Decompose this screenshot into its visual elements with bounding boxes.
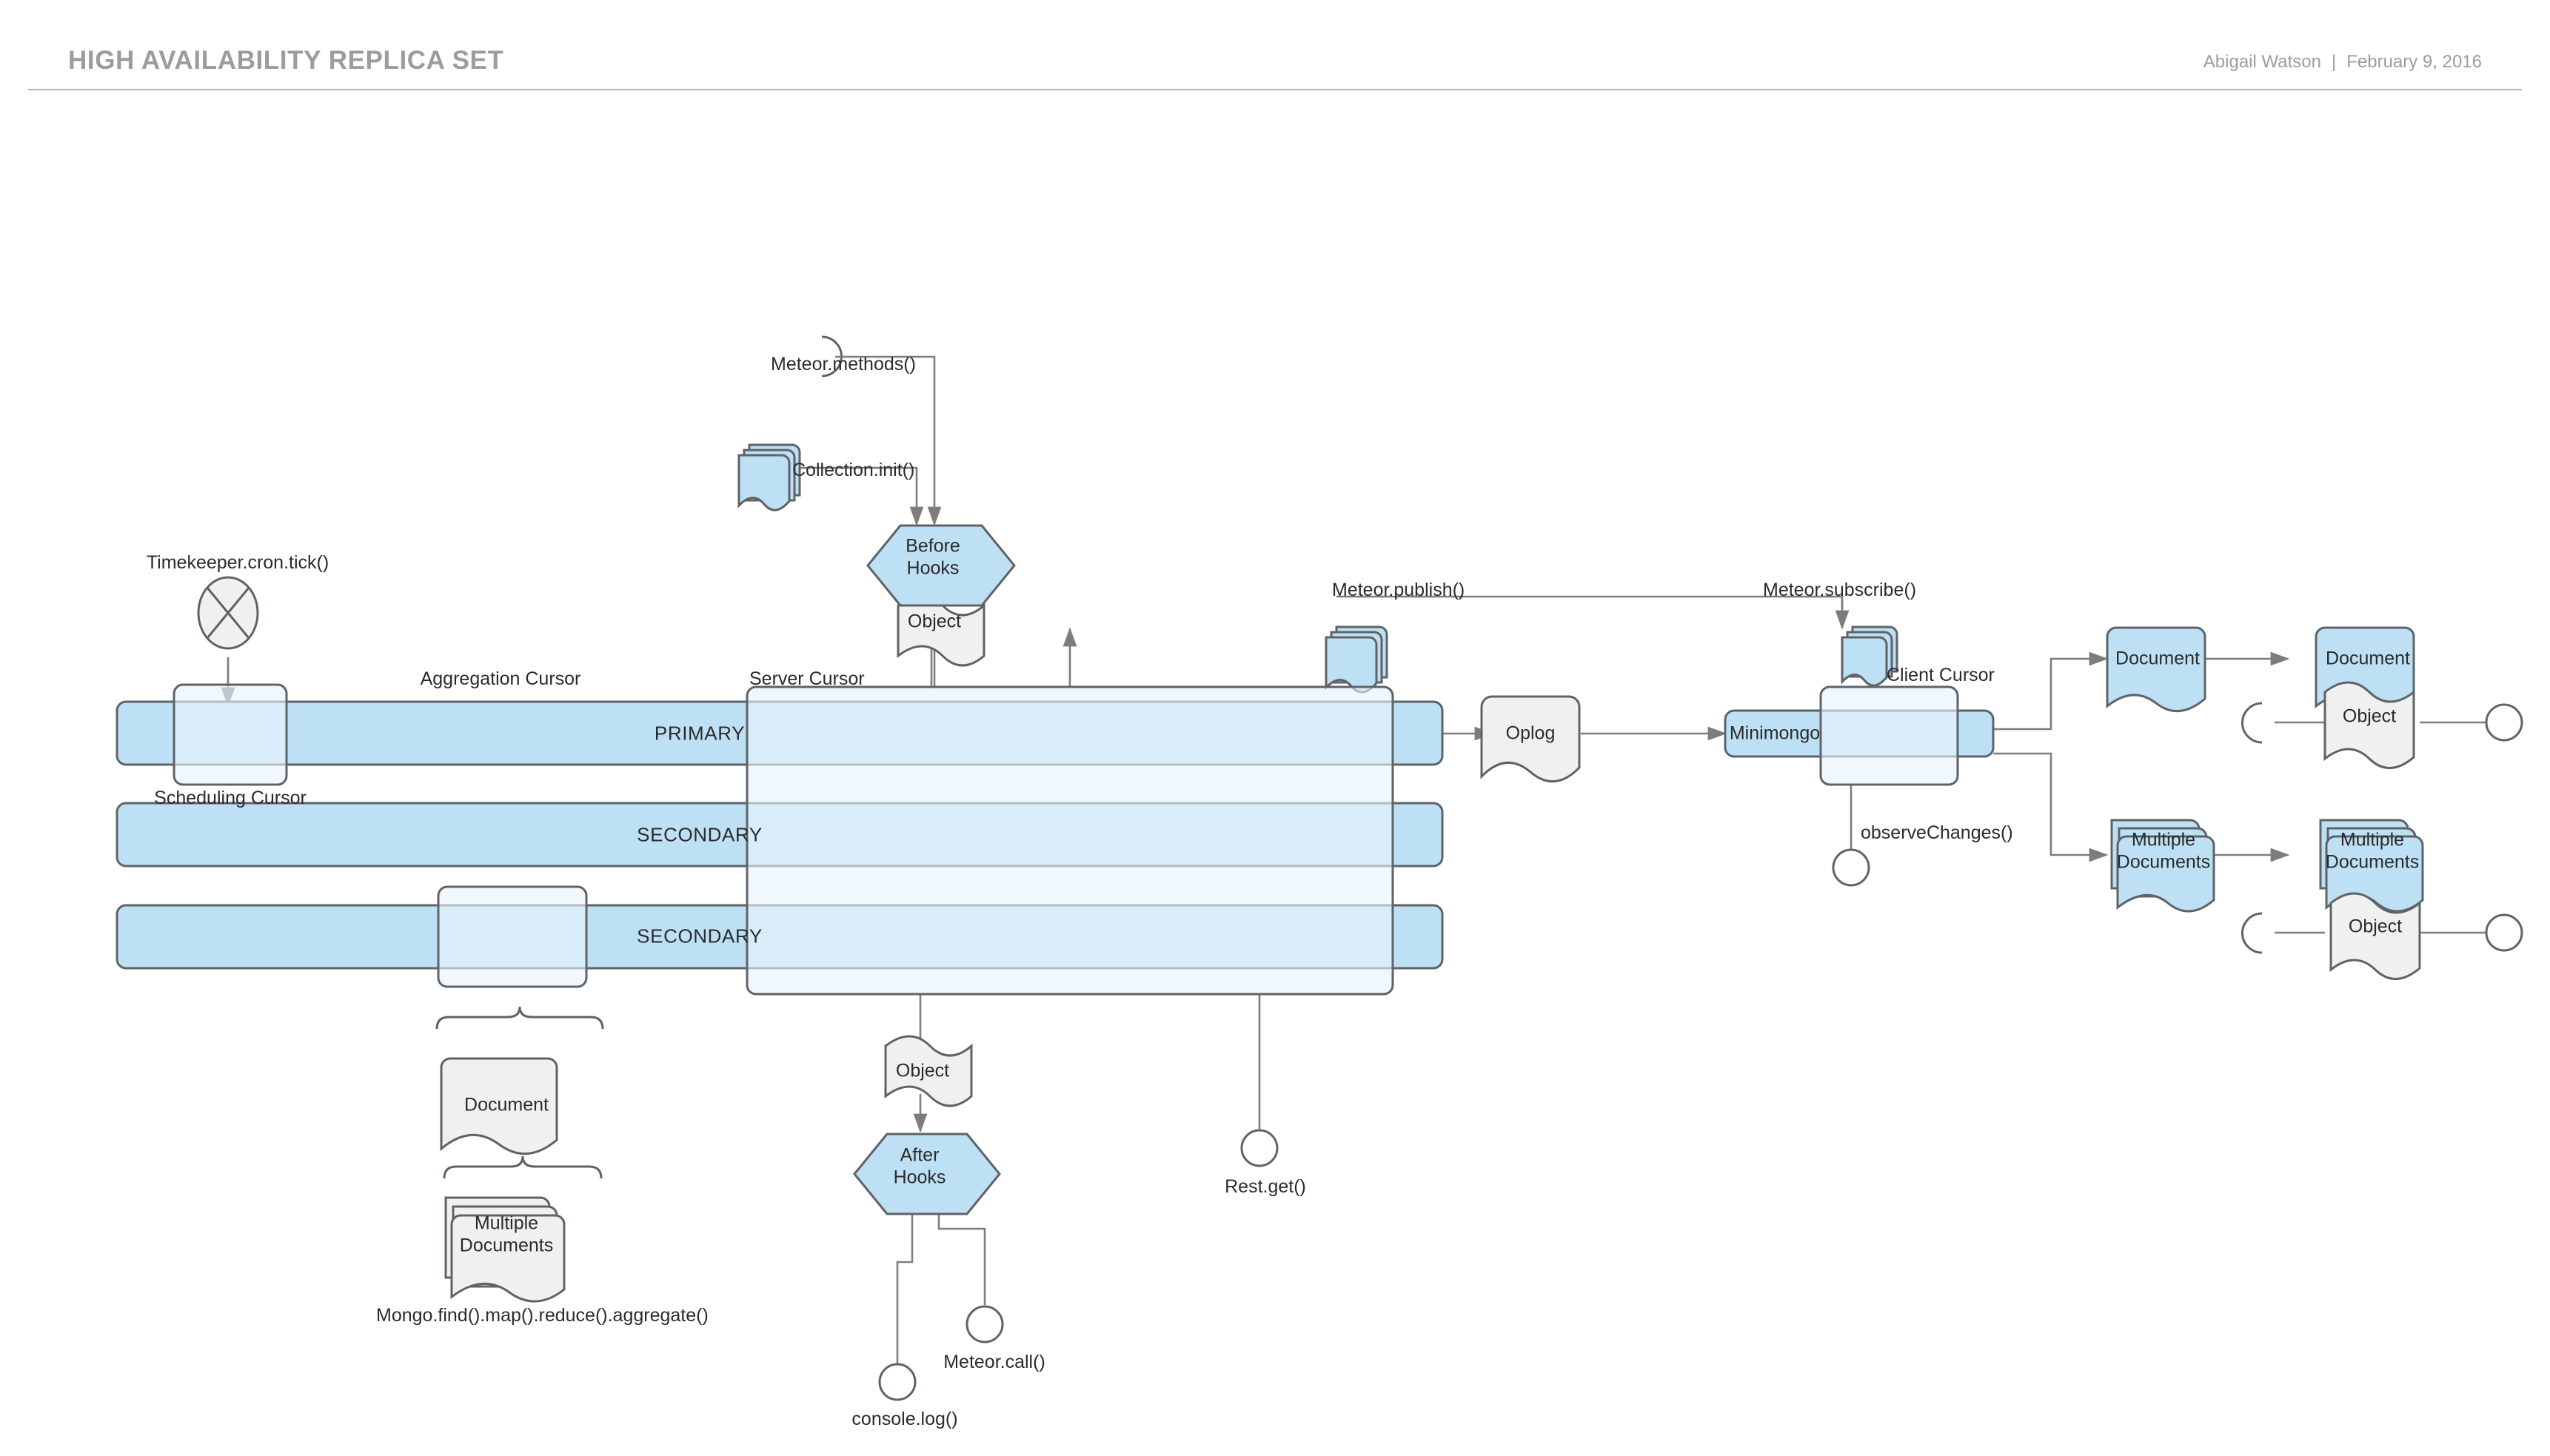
- label-collection-init: Collection.init(): [792, 460, 915, 480]
- header-divider: [28, 89, 2522, 90]
- label-observe-changes: observeChanges(): [1861, 822, 2013, 843]
- label-meteor-subscribe: Meteor.subscribe(): [1763, 580, 1917, 600]
- multi-r1-line2: Documents: [2116, 851, 2211, 872]
- page-title: HIGH AVAILABILITY REPLICA SET: [68, 46, 504, 75]
- label-server-cursor: Server Cursor: [749, 668, 865, 689]
- label-console-log: console.log(): [851, 1409, 958, 1429]
- multi-r1-line1: Multiple: [2131, 829, 2196, 851]
- label-mongo-chain: Mongo.find().map().reduce().aggregate(): [376, 1305, 709, 1326]
- label-rest-get: Rest.get(): [1225, 1176, 1306, 1197]
- header-separator: |: [2331, 52, 2337, 72]
- after-hooks-line1: After: [900, 1144, 940, 1166]
- multi-r2-line2: Documents: [2325, 851, 2420, 872]
- label-meteor-publish: Meteor.publish(): [1332, 580, 1465, 600]
- bar-label-primary: PRIMARY: [654, 722, 746, 745]
- payload-document-left: Document: [464, 1094, 549, 1116]
- header-meta: Abigail Watson | February 9, 2016: [2203, 52, 2482, 73]
- node-after-hooks: After Hooks: [894, 1145, 946, 1189]
- label-client-cursor: Client Cursor: [1887, 665, 1995, 685]
- label-scheduling-cursor: Scheduling Cursor: [154, 788, 307, 808]
- publish-collection-stack: [1325, 625, 1388, 694]
- header-date: February 9, 2016: [2346, 52, 2482, 72]
- label-timekeeper-cron-tick: Timekeeper.cron.tick(): [146, 552, 329, 573]
- before-hooks-line2: Hooks: [906, 557, 960, 578]
- before-hooks-line1: Before: [906, 535, 960, 557]
- payload-object-top: Object: [907, 611, 962, 632]
- label-meteor-methods: Meteor.methods(): [771, 354, 916, 375]
- label-meteor-call: Meteor.call(): [943, 1352, 1045, 1372]
- payload-document-r1: Document: [2115, 648, 2200, 669]
- header-author: Abigail Watson: [2203, 52, 2321, 72]
- payload-multiple-documents-left: Multiple Documents: [460, 1213, 553, 1257]
- payload-object-r1: Object: [2342, 705, 2397, 727]
- node-before-hooks: Before Hooks: [906, 536, 960, 580]
- multi-r2-line1: Multiple: [2340, 829, 2405, 851]
- node-oplog: Oplog: [1505, 722, 1556, 744]
- label-aggregation-cursor: Aggregation Cursor: [420, 668, 581, 689]
- collection-init-stack: [737, 443, 801, 511]
- replica-bars: [116, 700, 1444, 970]
- after-hooks-line2: Hooks: [893, 1167, 946, 1187]
- payload-multiple-documents-r2: Multiple Documents: [2326, 830, 2419, 873]
- node-minimongo: Minimongo: [1729, 722, 1821, 744]
- bar-label-secondary-2: SECONDARY: [637, 925, 763, 947]
- cron-tick-symbol: [197, 576, 259, 650]
- payload-multiple-documents-r1: Multiple Documents: [2117, 830, 2210, 873]
- multi-left-line2: Documents: [459, 1235, 554, 1255]
- payload-object-r2: Object: [2348, 916, 2403, 937]
- bar-label-secondary-1: SECONDARY: [637, 823, 763, 846]
- payload-document-r2: Document: [2326, 648, 2410, 669]
- payload-object-bottom: Object: [895, 1060, 950, 1081]
- page-header: HIGH AVAILABILITY REPLICA SET Abigail Wa…: [0, 0, 2550, 90]
- multi-left-line1: Multiple: [474, 1212, 539, 1234]
